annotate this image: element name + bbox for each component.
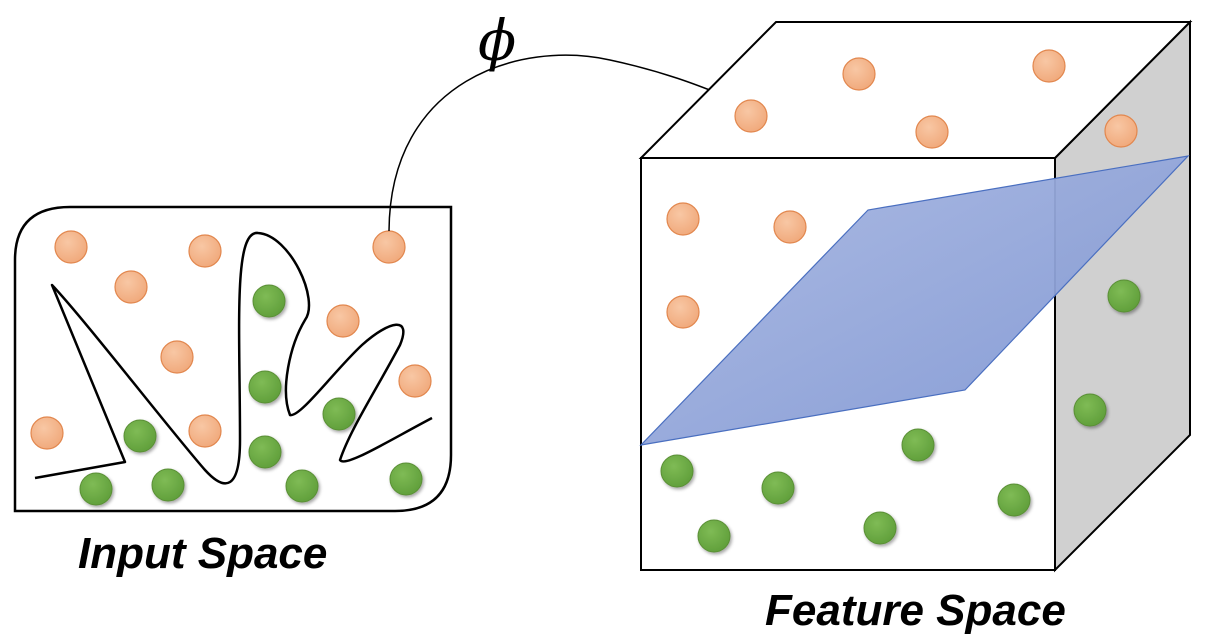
class-a-point bbox=[54, 230, 88, 264]
class-b-point bbox=[248, 370, 282, 404]
class-a-point bbox=[666, 295, 700, 329]
feature-class-a-points bbox=[666, 49, 1138, 329]
class-b-point bbox=[248, 435, 282, 469]
input-class-b-points bbox=[79, 284, 423, 506]
class-b-point bbox=[322, 397, 356, 431]
class-b-point bbox=[697, 519, 731, 553]
feature-class-b-points bbox=[660, 279, 1141, 553]
class-b-point bbox=[997, 483, 1031, 517]
class-b-point bbox=[1107, 279, 1141, 313]
class-a-point bbox=[666, 202, 700, 236]
class-a-point bbox=[372, 230, 406, 264]
nonlinear-decision-boundary bbox=[34, 231, 433, 485]
class-b-point bbox=[79, 472, 113, 506]
mapping-symbol: ϕ bbox=[478, 9, 516, 74]
class-a-point bbox=[842, 57, 876, 91]
class-a-point bbox=[773, 210, 807, 244]
class-a-point bbox=[734, 99, 768, 133]
class-a-point bbox=[1032, 49, 1066, 83]
class-b-point bbox=[252, 284, 286, 318]
class-b-point bbox=[660, 454, 694, 488]
class-b-point bbox=[151, 468, 185, 502]
class-a-point bbox=[30, 416, 64, 450]
feature-space-cube: Feature Space bbox=[638, 19, 1193, 635]
class-b-point bbox=[863, 511, 897, 545]
class-a-point bbox=[114, 270, 148, 304]
feature-space-label: Feature Space bbox=[765, 586, 1066, 635]
class-b-point bbox=[901, 428, 935, 462]
class-a-point bbox=[188, 234, 222, 268]
class-b-point bbox=[1073, 393, 1107, 427]
class-a-point bbox=[160, 340, 194, 374]
class-a-point bbox=[326, 304, 360, 338]
input-class-a-points bbox=[30, 230, 432, 450]
class-a-point bbox=[188, 414, 222, 448]
class-b-point bbox=[123, 419, 157, 453]
class-a-point bbox=[1104, 114, 1138, 148]
class-b-point bbox=[285, 469, 319, 503]
mapping-arrow-group: ϕ bbox=[388, 9, 741, 232]
mapping-arrow bbox=[388, 54, 741, 232]
class-b-point bbox=[389, 462, 423, 496]
input-space-label: Input Space bbox=[78, 529, 327, 578]
class-a-point bbox=[915, 115, 949, 149]
input-space-panel: Input Space bbox=[13, 205, 453, 578]
class-b-point bbox=[761, 471, 795, 505]
class-a-point bbox=[398, 364, 432, 398]
separating-hyperplane bbox=[639, 155, 1190, 446]
